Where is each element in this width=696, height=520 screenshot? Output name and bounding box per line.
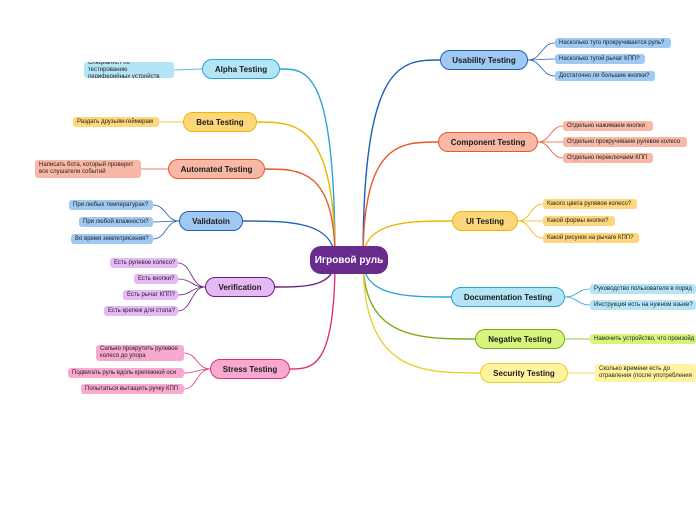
automated-branch-line — [264, 168, 336, 261]
validation-leaf[interactable]: При любых температурах? — [69, 200, 153, 210]
security-branch-line — [362, 259, 481, 374]
component-branch-line — [362, 141, 439, 261]
documentation-leaf-line — [564, 288, 591, 298]
alpha-leaf-line — [173, 68, 203, 71]
component-leaf[interactable]: Отдельно прокручиваем рулевое колесо — [563, 137, 687, 147]
central-topic[interactable]: Игровой руль — [310, 246, 388, 274]
security-leaf[interactable]: Сколько времени есть до отравления (посл… — [595, 364, 696, 382]
security-node[interactable]: Security Testing — [480, 363, 568, 383]
usability-leaf[interactable]: Достаточно ли большие кнопки? — [555, 71, 655, 81]
alpha-leaf[interactable]: Специалист по тестированию периферийных … — [84, 62, 174, 78]
stress-leaf[interactable]: Сильно прокрутить рулевое колесо до упор… — [96, 345, 184, 361]
stress-leaf-line — [183, 368, 211, 390]
verification-leaf-line — [177, 286, 206, 312]
usability-branch-line — [362, 59, 441, 261]
stress-branch-line — [289, 259, 336, 370]
validation-node[interactable]: Validatoin — [179, 211, 243, 231]
ui-leaf[interactable]: Какой рисунок на рычаге КПП? — [543, 233, 639, 243]
automated-node[interactable]: Automated Testing — [168, 159, 265, 179]
verification-leaf[interactable]: Есть кнопки? — [134, 274, 178, 284]
stress-node[interactable]: Stress Testing — [210, 359, 290, 379]
documentation-leaf[interactable]: Инструкция есть на нужном языке? — [590, 300, 696, 310]
ui-leaf[interactable]: Какого цвета рулевое колесо? — [543, 199, 637, 209]
validation-leaf[interactable]: При любой влажности? — [79, 217, 153, 227]
usability-leaf-line — [527, 42, 556, 61]
validation-leaf[interactable]: Во время землетрясения? — [71, 234, 153, 244]
beta-leaf[interactable]: Раздать друзьям-геймерам — [73, 117, 159, 127]
stress-leaf-line — [183, 352, 211, 370]
documentation-leaf[interactable]: Руководство пользователя в поряд — [590, 284, 696, 294]
component-leaf-line — [537, 125, 564, 143]
component-leaf[interactable]: Отдельно нажимаем кнопки — [563, 121, 653, 131]
negative-branch-line — [362, 259, 476, 340]
validation-leaf-line — [152, 204, 180, 222]
validation-leaf-line — [152, 220, 180, 240]
component-node[interactable]: Component Testing — [438, 132, 538, 152]
usability-leaf-line — [527, 59, 556, 77]
component-leaf-line — [537, 141, 564, 159]
beta-branch-line — [256, 121, 336, 261]
ui-leaf-line — [517, 203, 544, 222]
stress-leaf[interactable]: Подвигать руль вдоль крепежной оси — [68, 368, 184, 378]
documentation-leaf-line — [564, 296, 591, 306]
negative-node[interactable]: Negative Testing — [475, 329, 565, 349]
ui-node[interactable]: UI Testing — [452, 211, 518, 231]
documentation-node[interactable]: Documentation Testing — [451, 287, 565, 307]
component-leaf[interactable]: Отдельно переключаем КПП — [563, 153, 653, 163]
verification-leaf[interactable]: Есть рулевое колесо? — [110, 258, 178, 268]
automated-leaf[interactable]: Написать бота, который проверит все слуш… — [35, 160, 141, 178]
ui-leaf-line — [517, 220, 544, 239]
verification-leaf-line — [177, 262, 206, 288]
verification-leaf[interactable]: Есть крепеж для стола? — [104, 306, 178, 316]
alpha-branch-line — [279, 68, 336, 261]
usability-leaf[interactable]: Насколько туго прокручивается руль? — [555, 38, 671, 48]
verification-leaf[interactable]: Есть рычаг КПП? — [123, 290, 178, 300]
verification-leaf-line — [177, 278, 206, 288]
beta-node[interactable]: Beta Testing — [183, 112, 257, 132]
alpha-node[interactable]: Alpha Testing — [202, 59, 280, 79]
negative-leaf[interactable]: Намочить устройство, что произойд — [590, 334, 696, 344]
usability-node[interactable]: Usability Testing — [440, 50, 528, 70]
ui-leaf[interactable]: Какой формы кнопки? — [543, 216, 615, 226]
stress-leaf[interactable]: Попытаться вытащить ручку КПП — [81, 384, 184, 394]
usability-leaf[interactable]: Насколько тугой рычаг КПП? — [555, 54, 645, 64]
verification-node[interactable]: Verification — [205, 277, 275, 297]
